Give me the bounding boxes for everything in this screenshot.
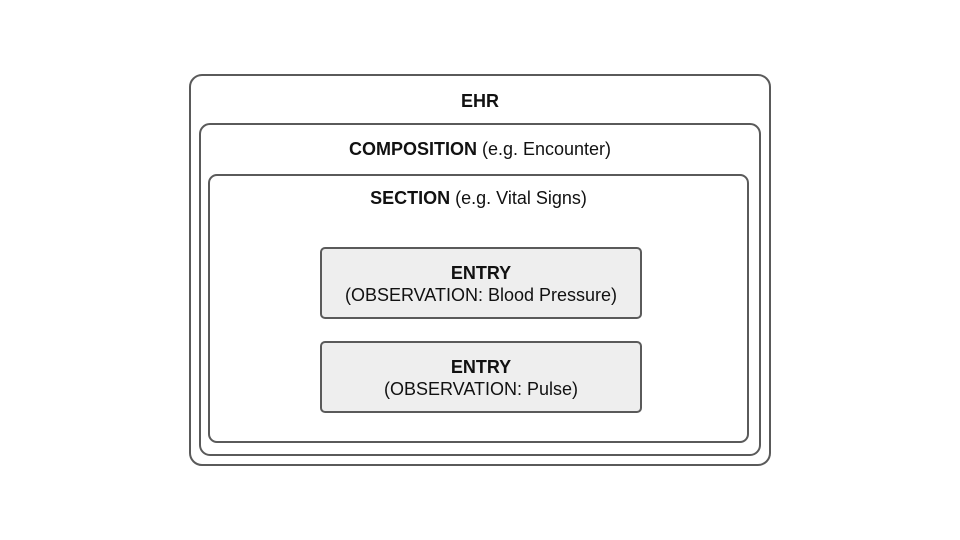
- entry-label: ENTRY: [450, 263, 512, 283]
- section-title: SECTION (e.g. Vital Signs): [210, 187, 747, 209]
- ehr-title: EHR: [191, 90, 769, 112]
- entry-pulse: ENTRY (OBSERVATION: Pulse): [320, 341, 642, 413]
- entry-detail: (OBSERVATION: Pulse): [383, 379, 579, 399]
- composition-example: (e.g. Encounter): [476, 139, 612, 159]
- entry-blood-pressure: ENTRY (OBSERVATION: Blood Pressure): [320, 247, 642, 319]
- section-label: SECTION: [370, 188, 451, 208]
- entry-detail: (OBSERVATION: Blood Pressure): [344, 285, 618, 305]
- composition-label: COMPOSITION: [348, 139, 477, 159]
- ehr-label: EHR: [460, 91, 499, 111]
- composition-title: COMPOSITION (e.g. Encounter): [201, 138, 759, 160]
- section-example: (e.g. Vital Signs): [450, 188, 587, 208]
- entry-label: ENTRY: [450, 357, 512, 377]
